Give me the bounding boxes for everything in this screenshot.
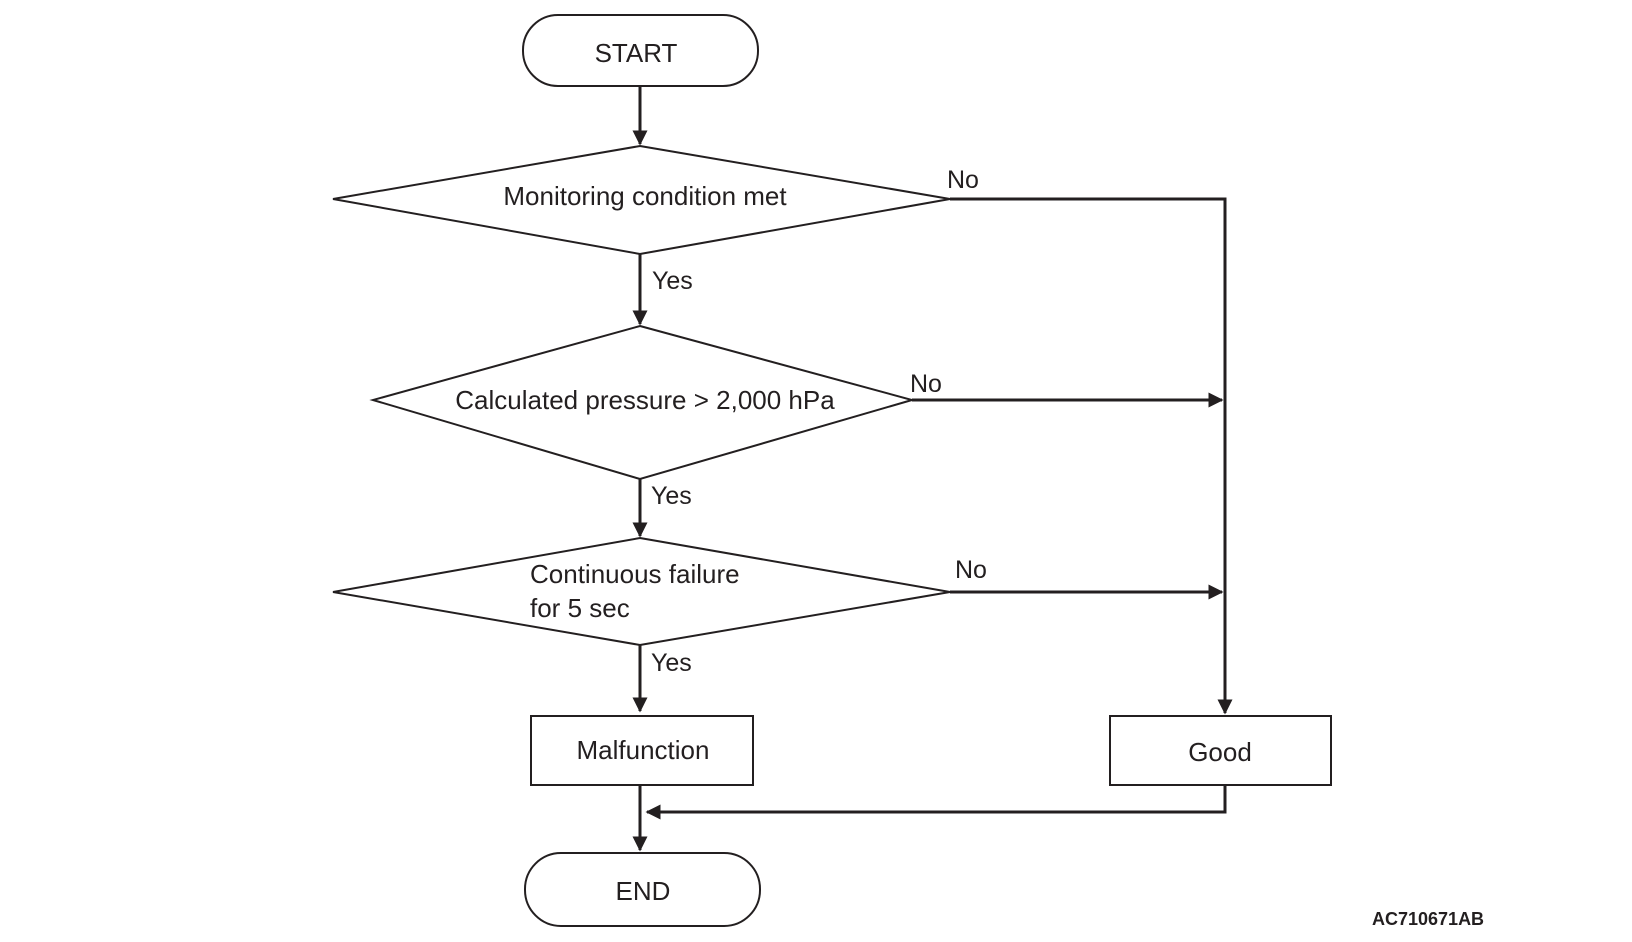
edge-label-continuous-no: No — [955, 556, 987, 584]
edge-label-continuous-yes: Yes — [651, 649, 692, 677]
decision-monitoring-label: Monitoring condition met — [503, 181, 787, 211]
edge-label-pressure-yes: Yes — [651, 482, 692, 510]
malfunction-node: Malfunction — [530, 715, 754, 786]
connector-monitoring-no — [950, 197, 1233, 715]
end-node: END — [524, 852, 761, 927]
edge-label-monitoring-no: No — [947, 166, 979, 194]
decision-pressure-label: Calculated pressure > 2,000 hPa — [455, 385, 835, 415]
decision-continuous: Continuous failure for 5 sec — [332, 536, 951, 647]
start-node: START — [522, 14, 759, 87]
decision-continuous-label-line1: Continuous failure — [530, 559, 740, 589]
edge-label-monitoring-yes: Yes — [652, 267, 693, 295]
good-node: Good — [1109, 715, 1332, 786]
malfunction-label: Malfunction — [577, 735, 710, 765]
start-label: START — [595, 38, 678, 68]
connector-good-to-end — [645, 785, 1227, 820]
figure-code: AC710671AB — [1372, 909, 1484, 929]
decision-pressure: Calculated pressure > 2,000 hPa — [369, 324, 916, 481]
decision-continuous-label-line2: for 5 sec — [530, 593, 630, 623]
good-label: Good — [1188, 737, 1252, 767]
end-label: END — [616, 876, 671, 906]
edge-label-pressure-no: No — [910, 370, 942, 398]
decision-monitoring: Monitoring condition met — [332, 144, 951, 256]
